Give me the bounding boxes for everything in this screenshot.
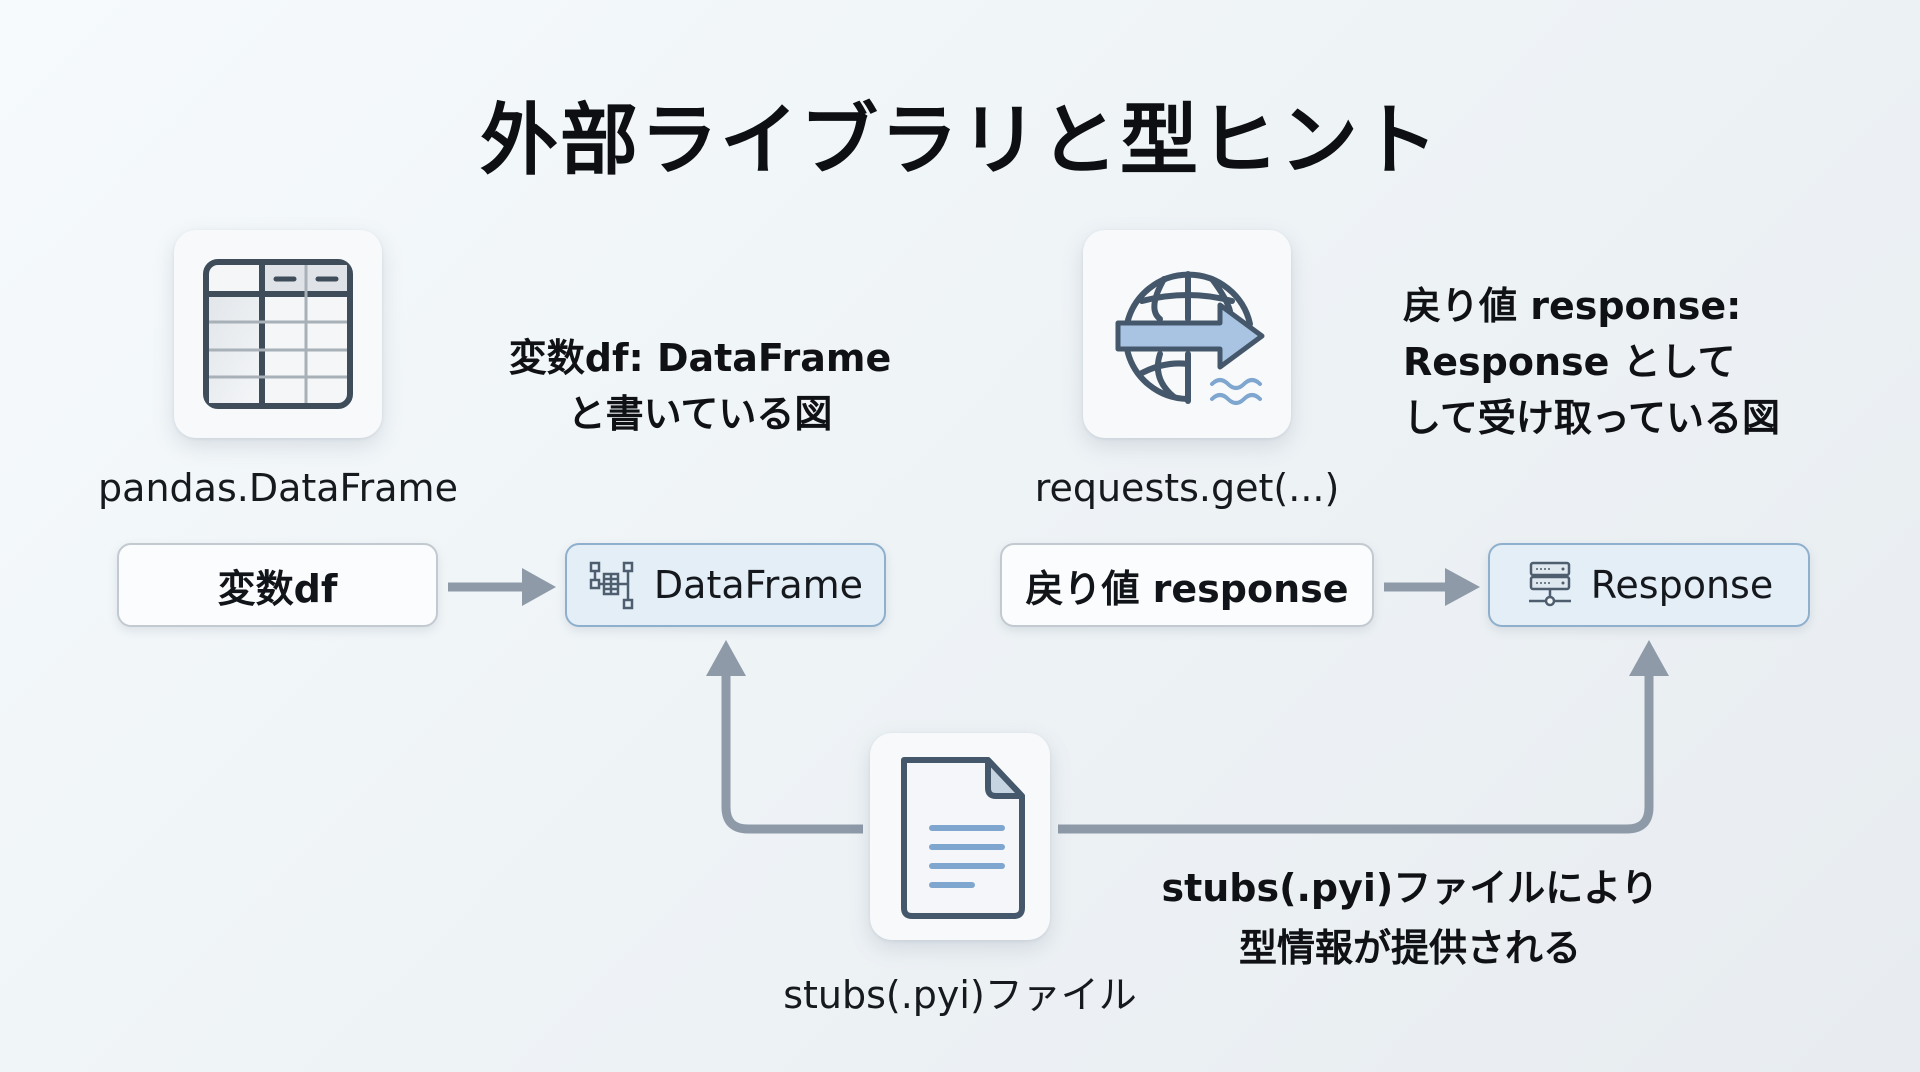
dataframe-schema-icon xyxy=(588,560,638,610)
requests-caption: requests.get(...) xyxy=(1034,466,1340,510)
arrow-response-to-type xyxy=(1384,568,1480,606)
annotation-line: 型情報が提供される xyxy=(1238,926,1581,970)
dataframe-type-box[interactable]: DataFrame xyxy=(565,543,886,627)
annotation-line: と書いている図 xyxy=(567,392,833,436)
dataframe-annotation: 変数df: DataFrame と書いている図 xyxy=(470,330,930,442)
annotation-line: Response として xyxy=(1403,340,1736,384)
return-response-box[interactable]: 戻り値 response xyxy=(1000,543,1374,627)
table-icon xyxy=(203,259,353,409)
stubs-caption: stubs(.pyi)ファイル xyxy=(783,973,1137,1017)
stubs-annotation: stubs(.pyi)ファイルにより 型情報が提供される xyxy=(1100,858,1720,978)
response-type-label: Response xyxy=(1590,563,1774,607)
return-response-label: 戻り値 response xyxy=(1025,566,1349,611)
dataframe-type-label: DataFrame xyxy=(653,563,864,607)
variable-df-box[interactable]: 変数df xyxy=(117,543,438,627)
globe-request-icon xyxy=(1115,271,1265,405)
annotation-line: 変数df: DataFrame xyxy=(508,336,892,380)
stubs-icon-tile xyxy=(870,733,1050,940)
annotation-line: stubs(.pyi)ファイルにより xyxy=(1161,866,1659,910)
annotation-line: 戻り値 response: xyxy=(1403,284,1742,328)
page-title: 外部ライブラリと型ヒント xyxy=(479,96,1440,186)
arrow-var-to-dataframe xyxy=(448,568,556,606)
server-icon xyxy=(1525,560,1575,610)
document-icon xyxy=(901,756,1025,919)
response-annotation: 戻り値 response: Response として して受け取っている図 xyxy=(1403,278,1903,446)
variable-df-label: 変数df xyxy=(217,566,338,611)
arrow-stubs-to-dataframe xyxy=(706,640,863,834)
response-type-box[interactable]: Response xyxy=(1488,543,1810,627)
pandas-caption: pandas.DataFrame xyxy=(98,466,458,510)
pandas-icon-tile xyxy=(174,230,382,438)
annotation-line: して受け取っている図 xyxy=(1403,396,1780,440)
requests-icon-tile xyxy=(1083,230,1291,438)
arrow-stubs-to-response xyxy=(1058,640,1669,834)
